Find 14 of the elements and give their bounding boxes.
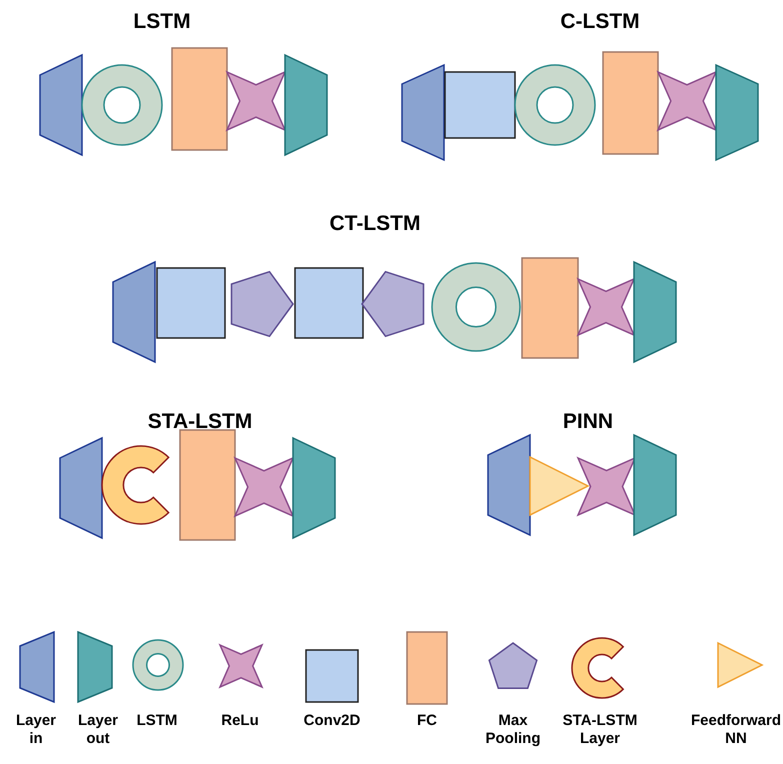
legend-label: ReLu: [220, 712, 260, 730]
section-heading: PINN: [562, 410, 614, 434]
legend-label: FC: [416, 712, 438, 730]
section-heading: LSTM: [133, 10, 191, 34]
legend-label: Feedforward NN: [690, 712, 782, 748]
section-heading: CT-LSTM: [330, 212, 420, 236]
legend-label: Conv2D: [302, 712, 362, 730]
legend-label: Layer in: [14, 712, 58, 748]
section-heading: STA-LSTM: [148, 410, 252, 434]
legend-label: Max Pooling: [484, 712, 542, 748]
legend-label: Layer out: [76, 712, 120, 748]
legend-label: LSTM: [136, 712, 178, 730]
section-heading: C-LSTM: [560, 10, 640, 34]
legend-label: STA-LSTM Layer: [562, 712, 638, 748]
